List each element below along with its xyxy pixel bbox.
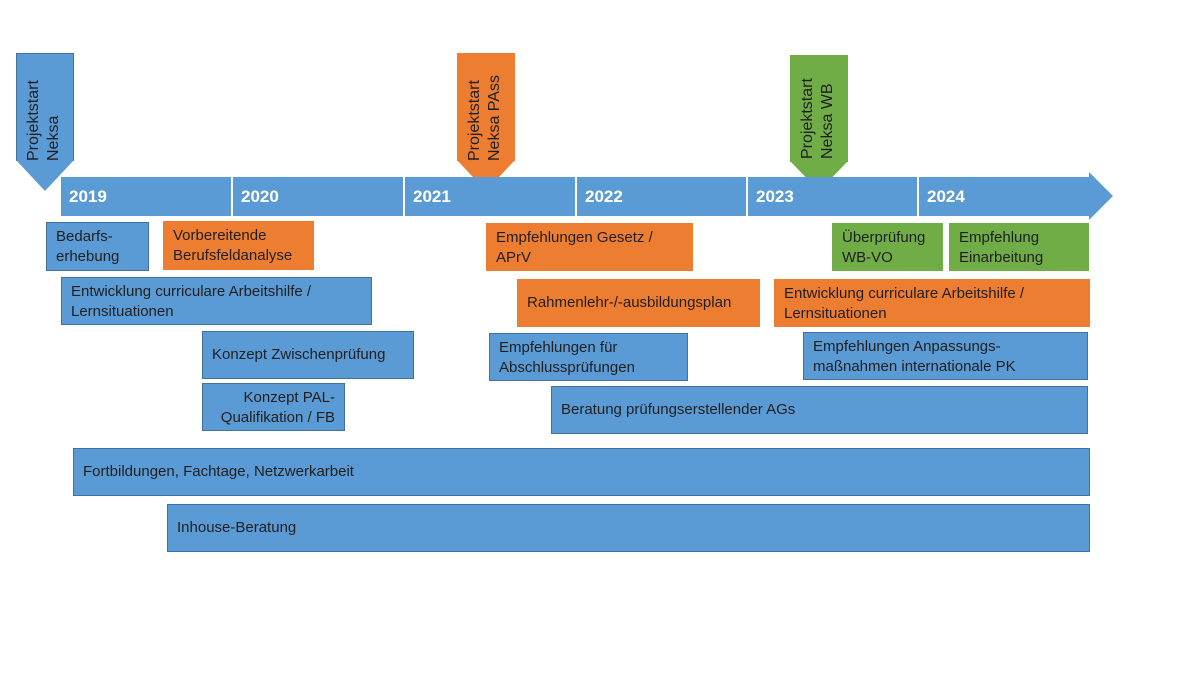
task-anpassungsmassnahmen: Empfehlungen Anpassungs- maßnahmen inter…	[803, 332, 1088, 380]
year-2024: 2024	[917, 177, 1090, 216]
task-empfehlungen-abschlusspruefungen: Empfehlungen für Abschlussprüfungen	[489, 333, 688, 381]
year-2019: 2019	[69, 187, 107, 206]
year-2021: 2021	[403, 177, 575, 216]
task-bedarfserhebung: Bedarfs- erhebung	[46, 222, 149, 271]
task-ueberpruefung-wbvo: Überprüfung WB-VO	[832, 223, 943, 271]
task-empfehlungen-gesetz: Empfehlungen Gesetz / APrV	[486, 223, 693, 271]
task-rahmenplan: Rahmenlehr-/-ausbildungsplan	[517, 279, 760, 327]
task-arbeitshilfe-lernsituationen-2: Entwicklung curriculare Arbeitshilfe / L…	[774, 279, 1090, 327]
task-fortbildungen: Fortbildungen, Fachtage, Netzwerkarbeit	[73, 448, 1090, 496]
year-2020: 2020	[231, 177, 403, 216]
task-konzept-pal: Konzept PAL- Qualifikation / FB	[202, 383, 345, 431]
year-2022: 2022	[575, 177, 746, 216]
year-2023: 2023	[746, 177, 917, 216]
task-inhouse-beratung: Inhouse-Beratung	[167, 504, 1090, 552]
task-berufsfeldanalyse: Vorbereitende Berufsfeldanalyse	[163, 221, 314, 270]
task-empfehlung-einarbeitung: Empfehlung Einarbeitung	[949, 223, 1089, 271]
task-arbeitshilfe-lernsituationen-1: Entwicklung curriculare Arbeitshilfe / L…	[61, 277, 372, 325]
timeline-arrow-icon	[1089, 172, 1113, 220]
task-konzept-zwischenpruefung: Konzept Zwischenprüfung	[202, 331, 414, 379]
task-beratung-ags: Beratung prüfungserstellender AGs	[551, 386, 1088, 434]
